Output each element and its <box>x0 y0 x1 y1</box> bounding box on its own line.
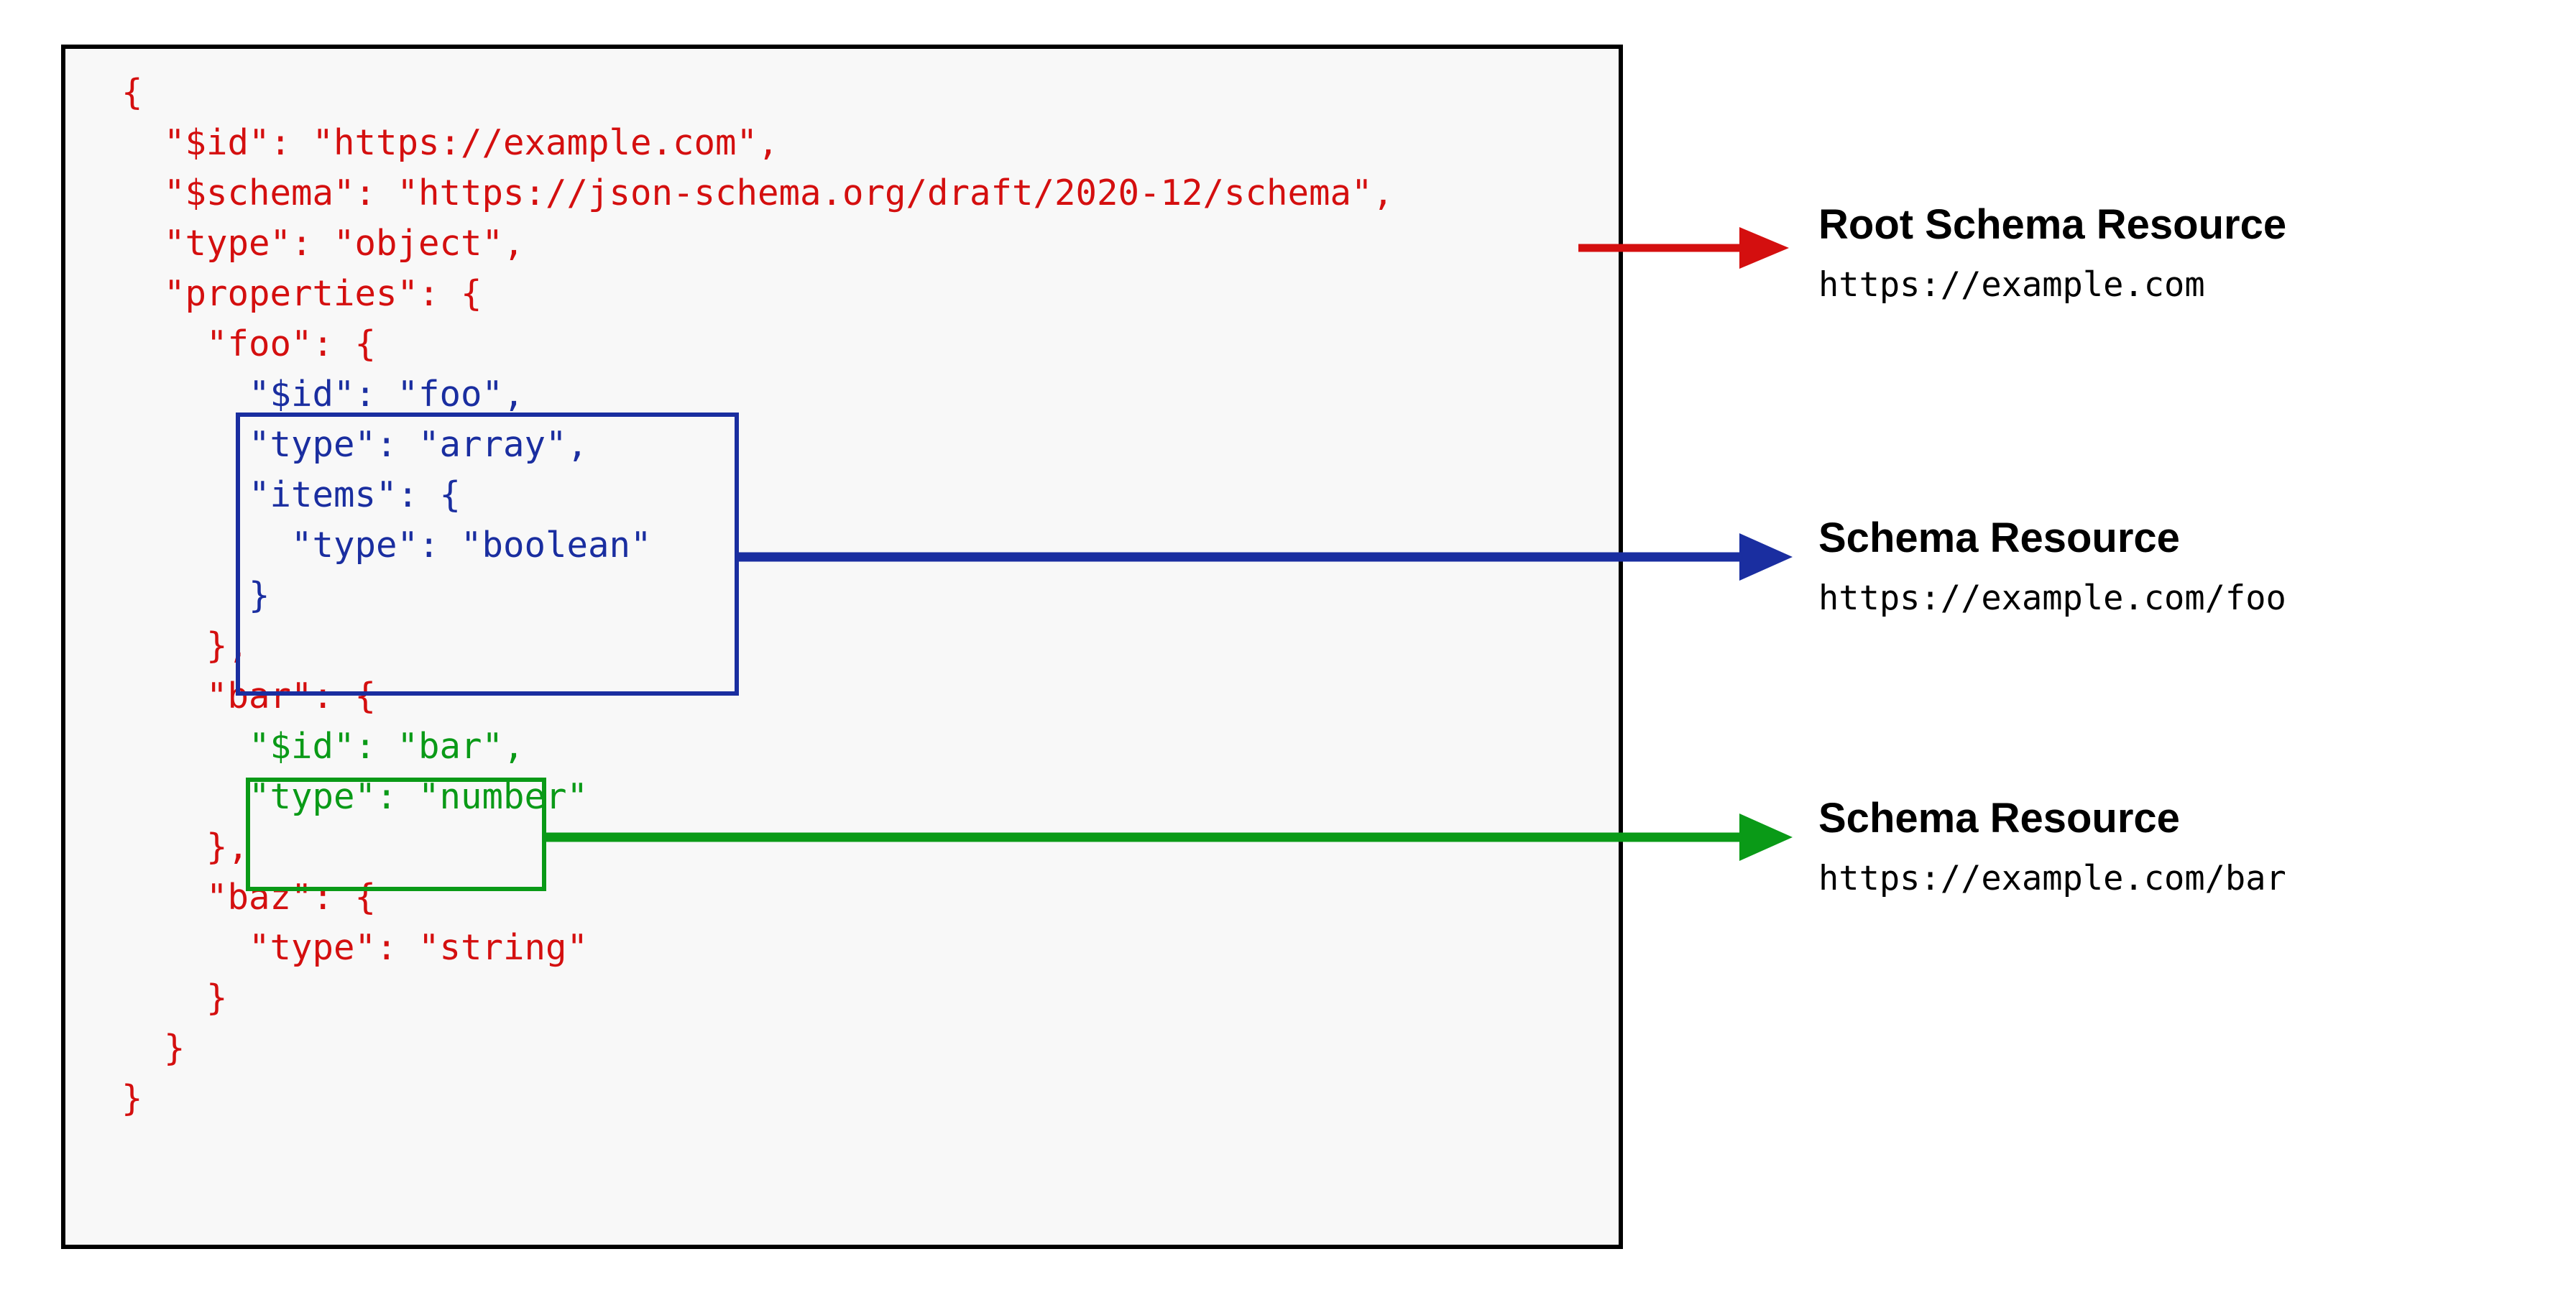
code-line: } <box>121 1078 143 1119</box>
code-line: "$id": "foo", <box>121 374 525 415</box>
code-line: } <box>121 1028 185 1069</box>
code-line: }, <box>121 625 249 666</box>
annotation-title: Root Schema Resource <box>1818 201 2287 248</box>
code-line: "type": "number" <box>121 776 589 817</box>
annotation-title: Schema Resource <box>1818 795 2180 842</box>
annotation-url: https://example.com/foo <box>1818 579 2286 618</box>
code-line: "$id": "https://example.com", <box>121 122 779 163</box>
annotation-bar-schema: Schema Resource https://example.com/bar <box>1818 796 2286 898</box>
code-line: "type": "array", <box>121 424 589 465</box>
code-line: } <box>121 575 270 616</box>
json-code-block: { "$id": "https://example.com", "$schema… <box>121 68 1394 1124</box>
code-line: { <box>121 72 143 113</box>
code-line: "properties": { <box>121 273 482 314</box>
code-line: "$id": "bar", <box>121 726 525 767</box>
code-line: "bar": { <box>121 676 377 716</box>
json-code-panel: { "$id": "https://example.com", "$schema… <box>61 45 1623 1249</box>
annotation-url: https://example.com/bar <box>1818 859 2286 898</box>
code-line: "baz": { <box>121 877 377 918</box>
code-line: }, <box>121 826 249 867</box>
code-line: "type": "string" <box>121 927 589 968</box>
annotation-root-schema: Root Schema Resource https://example.com <box>1818 203 2286 305</box>
annotation-foo-schema: Schema Resource https://example.com/foo <box>1818 516 2286 618</box>
code-line: "type": "boolean" <box>121 525 652 566</box>
code-line: "$schema": "https://json-schema.org/draf… <box>121 172 1394 213</box>
code-line: "items": { <box>121 474 461 515</box>
code-line: "type": "object", <box>121 223 525 264</box>
annotation-title: Schema Resource <box>1818 515 2180 561</box>
annotation-url: https://example.com <box>1818 265 2205 305</box>
code-line: "foo": { <box>121 323 377 364</box>
code-line: } <box>121 977 228 1018</box>
